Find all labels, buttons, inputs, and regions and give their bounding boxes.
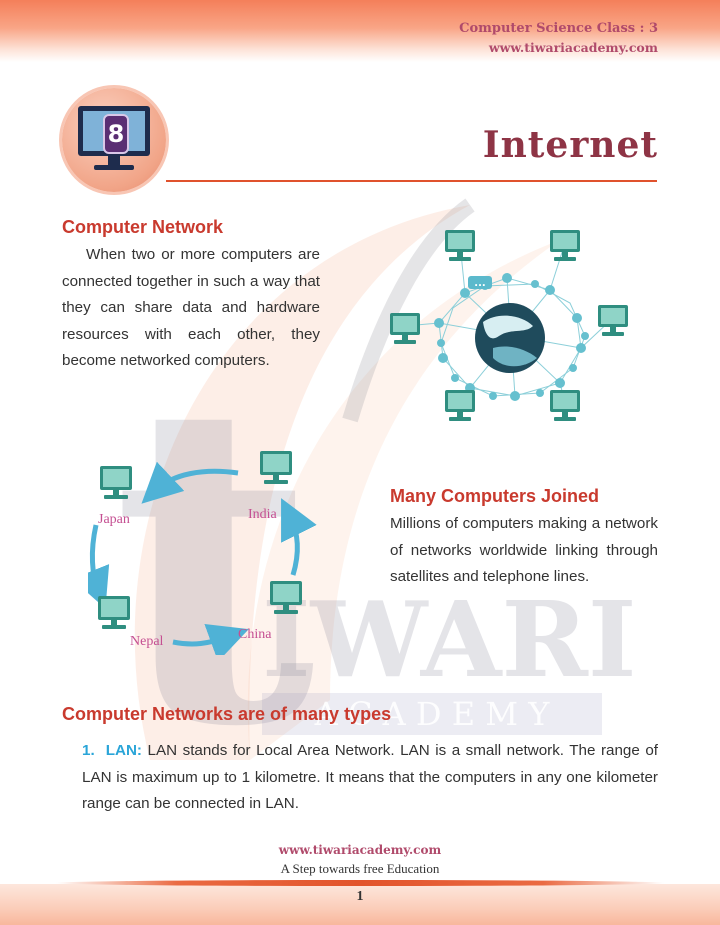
computer-network-text: When two or more computers are connected… [62, 246, 320, 370]
footer-divider [55, 880, 665, 886]
footer-band [0, 884, 720, 925]
computer-network-heading: Computer Network [62, 217, 224, 237]
chapter-divider [166, 180, 657, 182]
header-website: www.tiwariacademy.com [488, 40, 658, 55]
chapter-title: Internet [482, 124, 658, 166]
header-class-label: Computer Science Class : 3 [459, 21, 658, 36]
network-types-heading: Computer Networks are of many types [62, 704, 392, 724]
network-type-item: 1. LAN: LAN stands for Local Area Networ… [82, 738, 658, 818]
globe-network-diagram: ... [390, 230, 628, 421]
many-computers-heading: Many Computers Joined [390, 486, 600, 506]
city-label-india: India [248, 507, 278, 522]
city-label-japan: Japan [98, 512, 130, 527]
computer-network-body: When two or more computers are connected… [62, 242, 320, 375]
city-label-nepal: Nepal [130, 634, 164, 649]
city-label-china: China [238, 627, 272, 642]
chat-bubble-label: ... [474, 278, 485, 289]
page-number: 1 [356, 889, 364, 904]
country-ring-diagram: Japan India Nepal China [88, 451, 317, 655]
chapter-number: 8 [103, 114, 129, 154]
network-type-label: LAN: [105, 742, 142, 759]
network-type-number: 1. [82, 742, 95, 759]
header-band [0, 0, 720, 62]
footer-website: www.tiwariacademy.com [278, 843, 442, 857]
many-computers-body: Millions of computers making a network o… [390, 515, 658, 586]
network-type-text: LAN stands for Local Area Network. LAN i… [82, 742, 658, 813]
watermark-sub: A C A D E M Y [262, 693, 602, 735]
footer-tagline: A Step towards free Education [280, 861, 440, 876]
watermark-name: IWARI [262, 578, 637, 701]
watermark-letter: t [112, 306, 316, 823]
